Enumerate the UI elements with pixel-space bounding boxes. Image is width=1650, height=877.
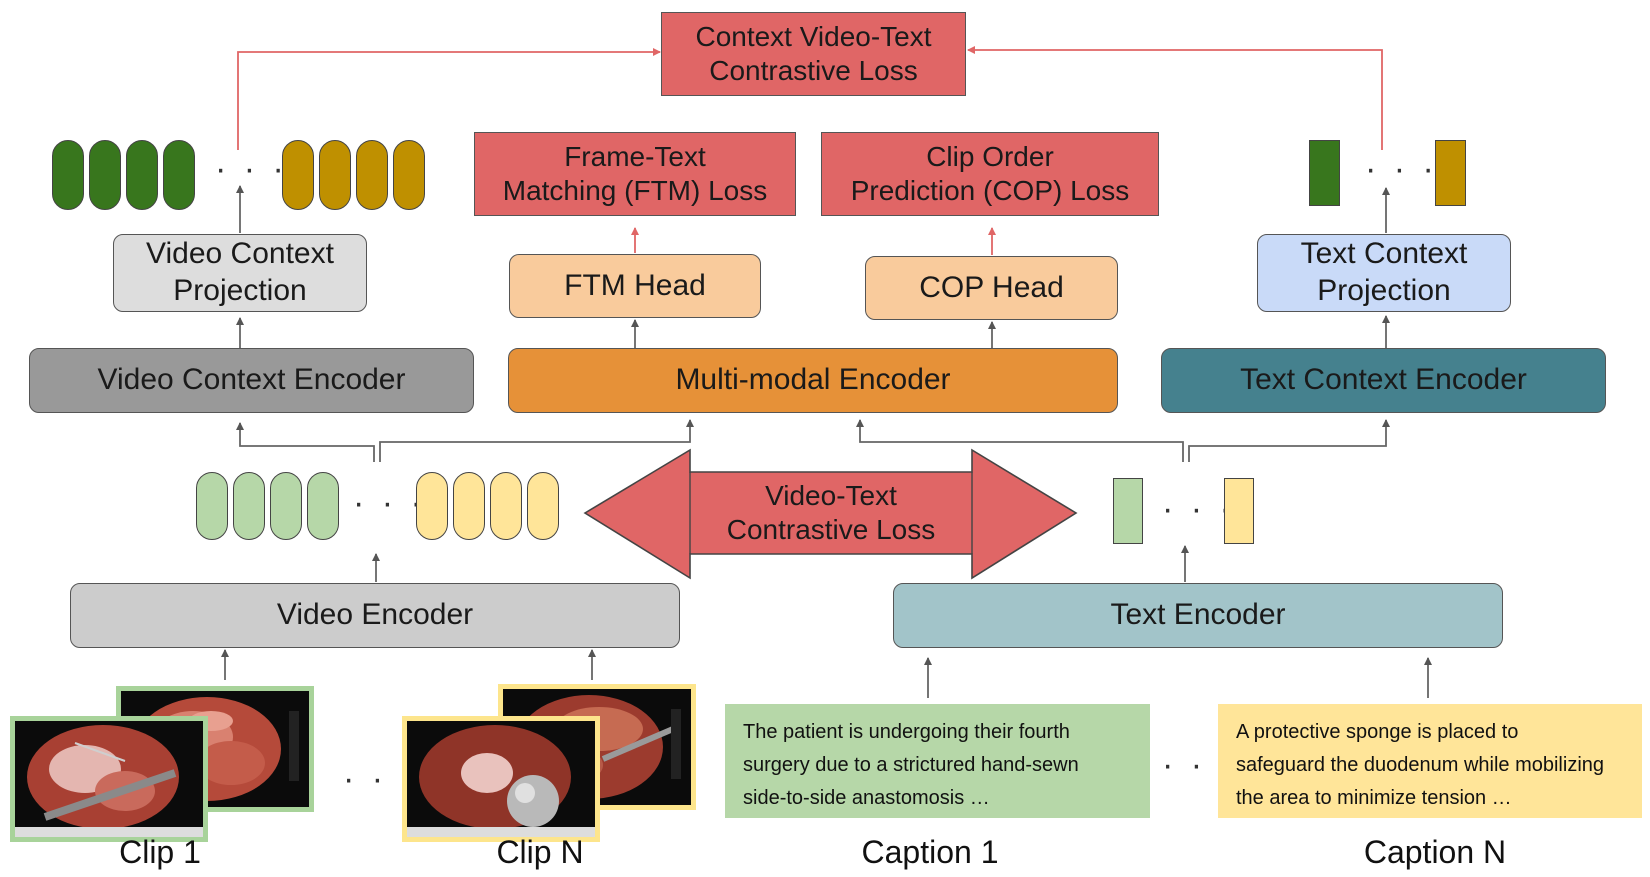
clip-token <box>233 472 265 540</box>
top-loss-line1: Context Video-Text <box>695 20 932 52</box>
video-proj-line2: Projection <box>173 274 307 307</box>
video-context-token <box>52 140 84 210</box>
clip1-frame-front <box>10 716 208 842</box>
caption1-line3: side-to-side anastomosis … <box>743 787 990 809</box>
caption1-line1: The patient is undergoing their fourth <box>743 721 1070 743</box>
arrow-text-tokens-to-text-context-encoder <box>1188 419 1390 462</box>
video-context-token <box>126 140 158 210</box>
video-context-token <box>163 140 195 210</box>
cop-loss: Clip Order Prediction (COP) Loss <box>821 132 1159 216</box>
text-context-token <box>1435 140 1466 206</box>
cop-head-label: COP Head <box>919 270 1064 304</box>
text-encoder-label: Text Encoder <box>1110 598 1286 632</box>
clip-token <box>270 472 302 540</box>
multi-modal-encoder-label: Multi-modal Encoder <box>675 363 951 397</box>
video-context-encoder: Video Context Encoder <box>29 348 474 413</box>
video-context-projection: Video Context Projection <box>113 234 367 312</box>
ftm-loss-line2: Matching (FTM) Loss <box>502 175 768 206</box>
caption1-text-box: The patient is undergoing their fourth s… <box>725 704 1150 818</box>
clip-token <box>453 472 485 540</box>
text-context-projection: Text Context Projection <box>1257 234 1511 312</box>
multi-modal-encoder: Multi-modal Encoder <box>508 348 1118 413</box>
text-proj-line1: Text Context <box>1300 237 1468 271</box>
arrow-video-context-to-top-loss <box>237 48 661 150</box>
clip-token <box>196 472 228 540</box>
caption-token <box>1224 478 1254 544</box>
clip-token-ellipsis: · · · <box>353 484 426 522</box>
cop-head: COP Head <box>865 256 1118 320</box>
arrow-text-tokens-to-multimodal-encoder <box>856 419 1184 462</box>
clip-token <box>416 472 448 540</box>
clip-token <box>490 472 522 540</box>
ftm-head: FTM Head <box>509 254 761 318</box>
clip-token <box>527 472 559 540</box>
context-video-text-contrastive-loss: Context Video-Text Contrastive Loss <box>661 12 966 96</box>
surgical-image <box>15 721 203 837</box>
ftm-head-label: FTM Head <box>564 268 706 302</box>
arrow-video-tokens-to-multimodal-encoder <box>379 419 694 462</box>
text-encoder: Text Encoder <box>893 583 1503 648</box>
clip-ellipsis: · · · <box>343 760 416 798</box>
text-context-token <box>1309 140 1340 206</box>
captionN-text-box: A protective sponge is placed to safegua… <box>1218 704 1642 818</box>
cop-loss-line2: Prediction (COP) Loss <box>850 175 1130 206</box>
video-context-token <box>282 140 314 210</box>
video-encoder: Video Encoder <box>70 583 680 648</box>
caption-token-ellipsis: · · · <box>1162 490 1235 528</box>
text-context-encoder: Text Context Encoder <box>1161 348 1606 413</box>
video-context-encoder-label: Video Context Encoder <box>97 363 406 397</box>
vt-loss-line2: Contrastive Loss <box>726 514 936 545</box>
video-text-contrastive-double-arrow <box>583 448 1078 580</box>
video-context-ellipsis: · · · <box>215 150 288 188</box>
text-context-encoder-label: Text Context Encoder <box>1240 363 1527 397</box>
clip-token <box>307 472 339 540</box>
captionN-label: Caption N <box>1363 834 1507 870</box>
caption1-label: Caption 1 <box>861 834 999 870</box>
surgical-image <box>407 721 595 837</box>
arrow-video-tokens-to-video-context-encoder <box>236 422 375 462</box>
text-proj-line2: Projection <box>1317 274 1451 307</box>
caption-token <box>1113 478 1143 544</box>
video-context-token <box>89 140 121 210</box>
text-context-ellipsis: · · · <box>1365 150 1438 188</box>
clipN-frame-front <box>402 716 600 842</box>
captionN-line3: the area to minimize tension … <box>1236 787 1512 809</box>
caption1-line2: surgery due to a strictured hand-sewn <box>743 754 1079 776</box>
video-encoder-label: Video Encoder <box>276 598 474 632</box>
captionN-line1: A protective sponge is placed to <box>1236 721 1519 743</box>
top-loss-line2: Contrastive Loss <box>709 55 918 86</box>
ftm-loss-line1: Frame-Text <box>564 140 706 172</box>
video-text-contrastive-loss-label: Video-Text Contrastive Loss <box>690 472 972 554</box>
captionN-line2: safeguard the duodenum while mobilizing <box>1236 754 1605 776</box>
video-proj-line1: Video Context <box>146 237 334 271</box>
clipN-label: Clip N <box>496 834 584 870</box>
video-context-token <box>356 140 388 210</box>
clip1-label: Clip 1 <box>119 834 201 870</box>
cop-loss-line1: Clip Order <box>926 140 1054 172</box>
video-context-token <box>393 140 425 210</box>
video-context-token <box>319 140 351 210</box>
vt-loss-line1: Video-Text <box>765 479 897 511</box>
ftm-loss: Frame-Text Matching (FTM) Loss <box>474 132 796 216</box>
arrow-text-context-to-top-loss <box>967 46 1383 150</box>
